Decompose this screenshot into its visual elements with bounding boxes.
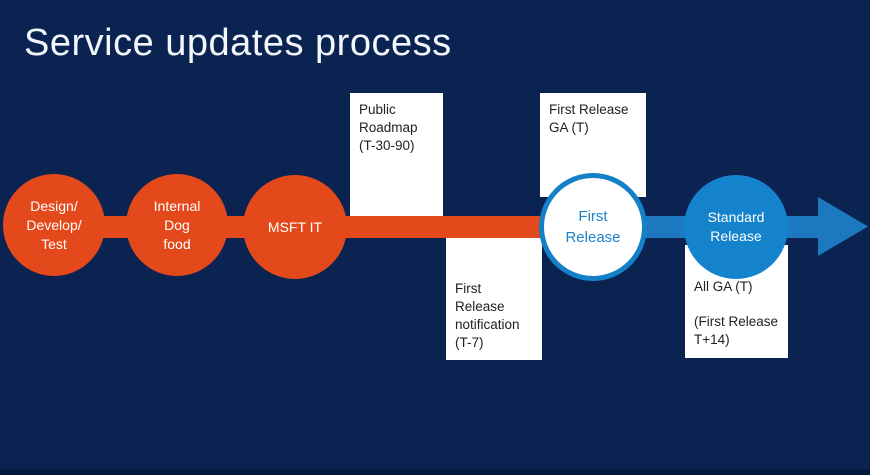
callout-all-ga-line2: (First Release T+14) <box>694 314 779 347</box>
callout-first-release-notification: First Release notification (T-7) <box>446 238 542 360</box>
timeline-arrowhead-icon <box>818 197 868 256</box>
slide-title: Service updates process <box>24 22 452 64</box>
callout-public-roadmap-text: Public Roadmap (T-30-90) <box>359 102 418 153</box>
node-standard-release-label: Standard Release <box>707 209 765 244</box>
node-design-develop-test-label: Design/ Develop/ Test <box>26 197 82 252</box>
node-msft-it-label: MSFT IT <box>267 218 323 235</box>
callout-first-release-ga-text: First Release GA (T) <box>549 102 629 135</box>
node-internal-dog-food: Internal Dog food <box>126 174 228 276</box>
node-msft-it: MSFT IT <box>243 175 347 279</box>
node-first-release-label: First Release <box>565 208 621 246</box>
callout-all-ga-line1: All GA (T) <box>694 279 753 294</box>
callout-public-roadmap: Public Roadmap (T-30-90) <box>350 93 443 217</box>
node-standard-release: Standard Release <box>684 175 788 279</box>
callout-first-release-notification-text: First Release notification (T-7) <box>455 281 520 350</box>
node-design-develop-test: Design/ Develop/ Test <box>3 174 105 276</box>
node-first-release: First Release <box>539 173 647 281</box>
node-internal-dog-food-label: Internal Dog food <box>153 197 201 252</box>
slide-bottom-bar <box>0 469 870 475</box>
